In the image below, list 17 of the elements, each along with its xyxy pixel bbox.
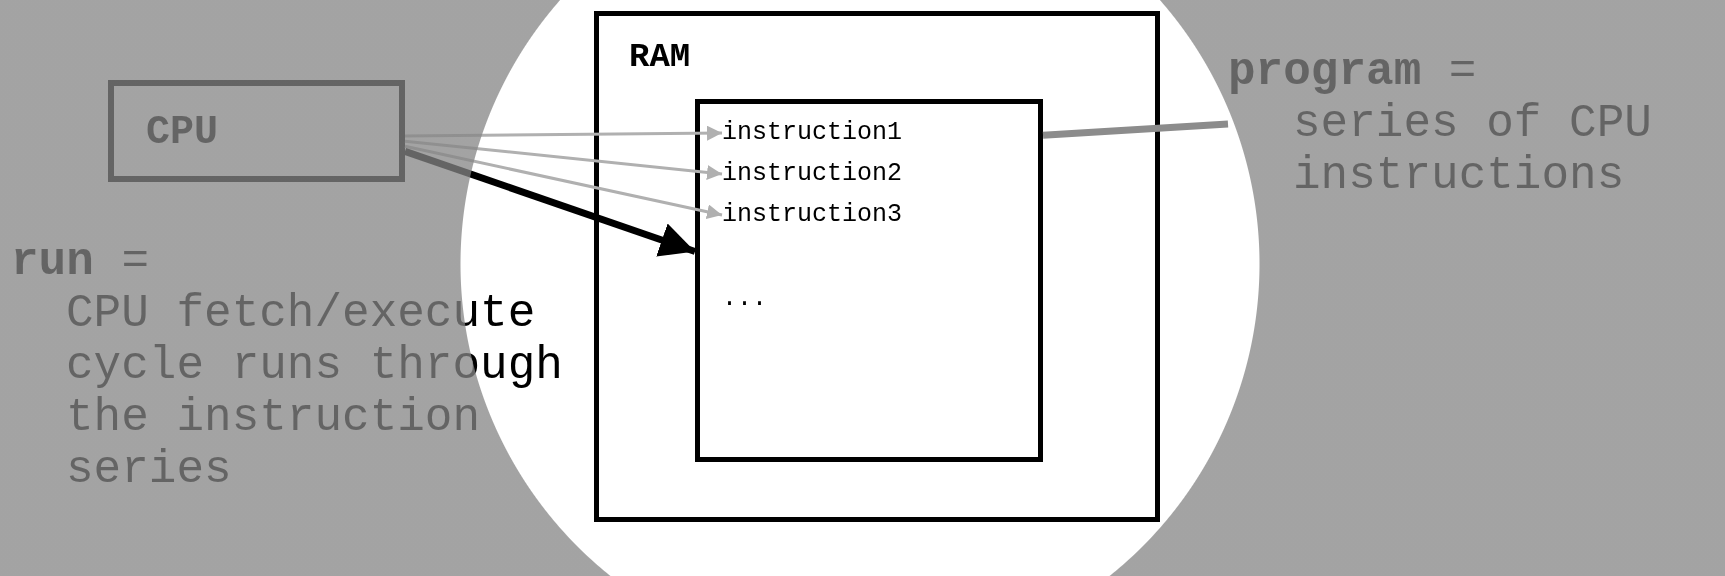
leader-line	[1042, 120, 1229, 139]
arrow	[405, 125, 722, 141]
box-label: RAM	[629, 38, 691, 76]
ellipsis-text: ...	[722, 284, 767, 314]
arrow	[404, 144, 723, 220]
ram-box	[594, 11, 1160, 522]
box-label: CPU	[146, 110, 218, 155]
instruction-text: instruction2	[722, 159, 903, 189]
definition-text: series of CPU instructions	[1293, 98, 1653, 202]
arrow	[404, 139, 723, 180]
arrow	[403, 148, 697, 257]
instruction-text: instruction3	[722, 200, 903, 230]
cpu-box	[108, 80, 405, 182]
term-heading: run =	[11, 236, 150, 288]
program-box	[695, 99, 1043, 462]
term-heading: program =	[1228, 46, 1478, 98]
instruction-text: instruction1	[722, 118, 903, 148]
